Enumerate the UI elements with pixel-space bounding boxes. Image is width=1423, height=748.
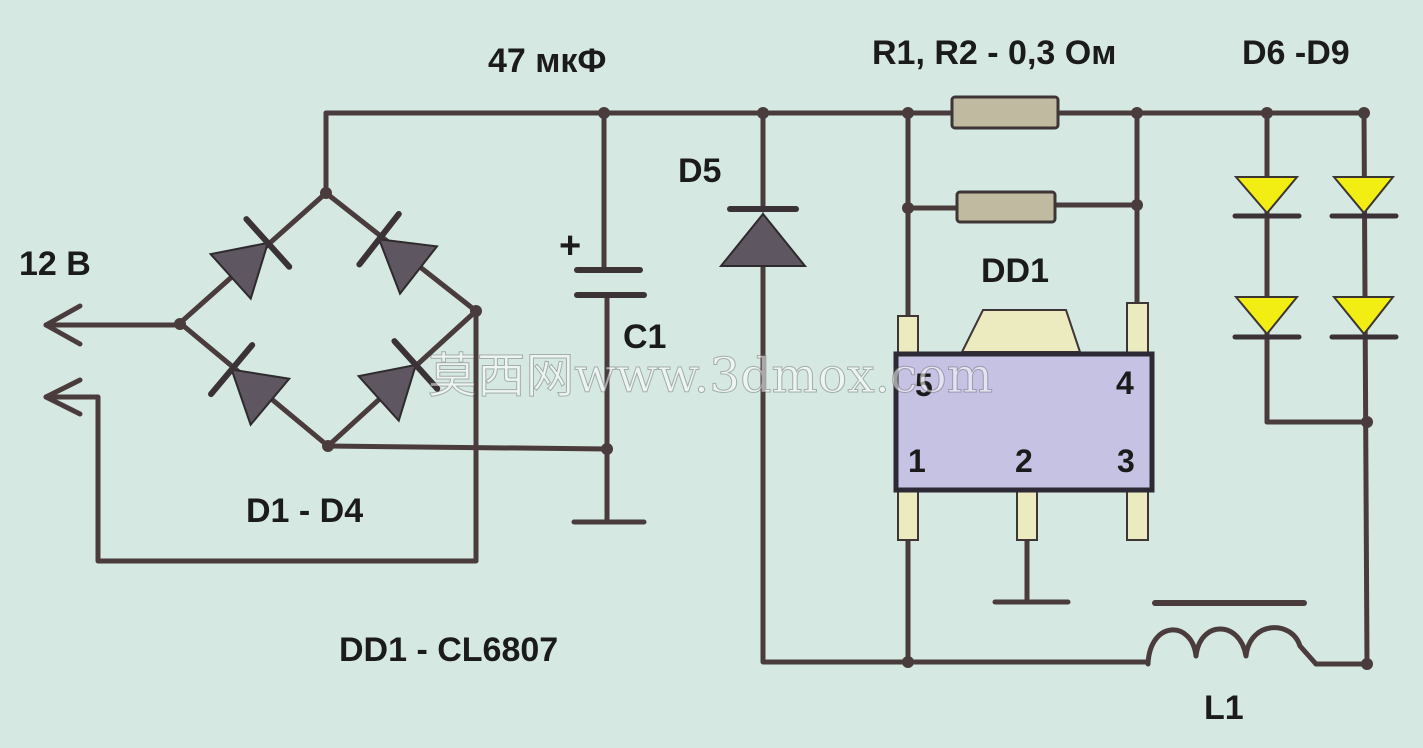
resistor-r1-symbol bbox=[950, 95, 1060, 130]
chip-dd1 bbox=[893, 302, 1155, 541]
label-diode5: D5 bbox=[678, 152, 721, 190]
junction bbox=[320, 187, 332, 199]
led-d6-symbol bbox=[1232, 176, 1302, 219]
resistor-r2-symbol bbox=[955, 190, 1057, 224]
junction bbox=[1131, 107, 1143, 119]
junction bbox=[174, 318, 186, 330]
junction bbox=[1361, 658, 1373, 670]
capacitor-c1-symbol bbox=[574, 267, 647, 298]
junction bbox=[1361, 416, 1373, 428]
led-d9-symbol bbox=[1329, 296, 1399, 340]
junction bbox=[1261, 107, 1273, 119]
inductor-l1-symbol bbox=[1145, 600, 1319, 667]
chip-pin-3 bbox=[1126, 489, 1149, 541]
chip-pin-1 bbox=[897, 489, 919, 541]
label-bridge: D1 - D4 bbox=[246, 492, 363, 530]
label-supply: 12 В bbox=[19, 245, 91, 283]
resistors bbox=[950, 95, 1060, 224]
chip-pin-label-5: 5 bbox=[915, 367, 933, 403]
chip-pin-4 bbox=[1126, 302, 1149, 359]
bridge-diodes bbox=[208, 211, 441, 427]
wire-bridge-bottom bbox=[325, 443, 611, 452]
leds bbox=[1232, 176, 1399, 340]
junctions bbox=[174, 107, 1373, 670]
chip-pin-2 bbox=[1016, 489, 1038, 541]
watermark-text: 莫西网www.3dmox.com bbox=[428, 348, 993, 404]
diode-d2-symbol bbox=[356, 211, 439, 296]
chip-pin-label-4: 4 bbox=[1116, 365, 1134, 401]
chip-pin-label-3: 3 bbox=[1117, 443, 1135, 479]
wires bbox=[43, 110, 1370, 668]
label-inductor: L1 bbox=[1204, 689, 1244, 727]
chip-pin-label-2: 2 bbox=[1015, 443, 1033, 479]
label-capacitance: 47 мкФ bbox=[488, 42, 606, 80]
junction bbox=[1358, 107, 1370, 119]
junction bbox=[757, 107, 769, 119]
junction bbox=[1131, 199, 1143, 211]
junction bbox=[902, 107, 914, 119]
wire-input-minus bbox=[43, 308, 479, 564]
wire-d5-bottom bbox=[760, 259, 1151, 665]
chip-body bbox=[893, 351, 1155, 493]
label-cap-polarity: + bbox=[559, 225, 581, 267]
led-d8-symbol bbox=[1232, 296, 1302, 340]
label-leds: D6 -D9 bbox=[1242, 34, 1350, 72]
junction bbox=[322, 440, 334, 452]
diode-d3-symbol bbox=[208, 342, 292, 427]
junction bbox=[470, 305, 482, 317]
diode-d4-symbol bbox=[356, 338, 441, 423]
chip-tab bbox=[960, 309, 1082, 353]
junction bbox=[902, 656, 914, 668]
arrow-input-plus bbox=[43, 303, 83, 347]
label-resistors: R1, R2 - 0,3 Ом bbox=[872, 34, 1116, 72]
junction bbox=[902, 202, 914, 214]
arrow-input-minus bbox=[43, 377, 83, 417]
label-chip: DD1 bbox=[981, 252, 1049, 290]
chip-pin-label-1: 1 bbox=[908, 443, 926, 479]
junction bbox=[601, 443, 613, 455]
labels: 47 мкФ R1, R2 - 0,3 Ом D6 -D9 D5 12 В + … bbox=[19, 34, 1350, 727]
diode-d1-symbol bbox=[208, 216, 293, 301]
junction bbox=[598, 107, 610, 119]
label-capacitor: C1 bbox=[623, 318, 666, 356]
diode-d5-symbol bbox=[718, 206, 808, 267]
led-d7-symbol bbox=[1329, 176, 1399, 219]
label-chip-type: DD1 - CL6807 bbox=[339, 631, 558, 669]
